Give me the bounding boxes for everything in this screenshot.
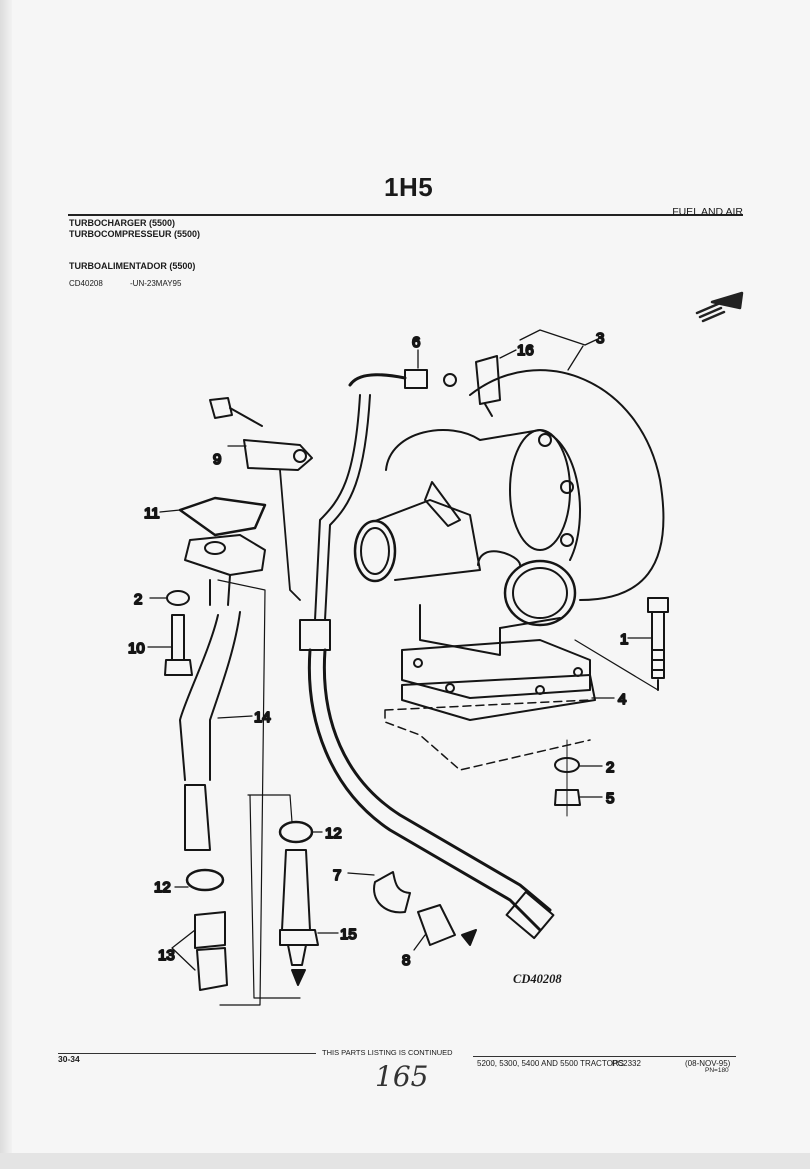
gasket (401, 674, 596, 721)
callout-11: 11 (144, 505, 160, 522)
callout-4: 4 (618, 691, 626, 708)
fitting (404, 369, 428, 389)
revision-code: -UN-23MAY95 (130, 279, 182, 288)
callout-14: 14 (254, 709, 271, 726)
callout-12-left: 12 (154, 879, 171, 896)
callout-16: 16 (517, 342, 534, 359)
pn-number: PN=180 (705, 1067, 729, 1074)
figure-id: CD40208 (513, 972, 562, 986)
title-spanish: TURBOALIMENTADOR (5500) (69, 261, 196, 271)
tee-fitting (475, 355, 501, 405)
elbow (373, 871, 411, 914)
turbocharger-assembly (353, 369, 665, 699)
callout-9: 9 (213, 451, 221, 468)
callout-10: 10 (128, 640, 145, 657)
cap-screw (647, 597, 669, 691)
callout-2-right: 2 (606, 759, 614, 776)
catalog-number: PC2332 (612, 1059, 641, 1068)
clamp (209, 397, 313, 471)
scan-edge-bottom (0, 1153, 810, 1169)
callout-6: 6 (412, 334, 420, 351)
title-french: TURBOCOMPRESSEUR (5500) (69, 229, 201, 239)
nut (554, 789, 581, 806)
callout-5: 5 (606, 790, 614, 807)
footer-rule-left (58, 1053, 316, 1054)
hose-fitting (505, 890, 555, 940)
callout-15: 15 (340, 926, 357, 943)
callout-3: 3 (596, 330, 604, 347)
header-rule (68, 214, 743, 216)
continued-notice: THIS PARTS LISTING IS CONTINUED (322, 1048, 453, 1057)
page-code: 1H5 (384, 172, 434, 202)
tractor-models: 5200, 5300, 5400 AND 5500 TRACTORS (477, 1059, 624, 1068)
front-direction-arrow-icon (695, 291, 744, 323)
connector (281, 849, 311, 931)
page-number: 30-34 (58, 1054, 80, 1064)
callout-13: 13 (158, 947, 175, 964)
section-title: FUEL AND AIR (672, 206, 743, 218)
callout-2-left: 2 (134, 591, 142, 608)
figure-reference: CD40208 (69, 279, 103, 288)
callout-12-right: 12 (325, 825, 342, 842)
footer-rule-right (473, 1056, 736, 1057)
publication-date: (08-NOV-95) (685, 1059, 731, 1068)
adapter (417, 904, 456, 946)
title-english: TURBOCHARGER (5500) (69, 218, 176, 228)
callout-1: 1 (620, 631, 628, 648)
callout-8: 8 (402, 952, 410, 969)
callout-7: 7 (333, 867, 341, 884)
flange (184, 534, 266, 576)
scan-edge-left (0, 0, 12, 1169)
flange-gasket (178, 496, 267, 537)
handwritten-page-number: 165 (375, 1060, 429, 1093)
